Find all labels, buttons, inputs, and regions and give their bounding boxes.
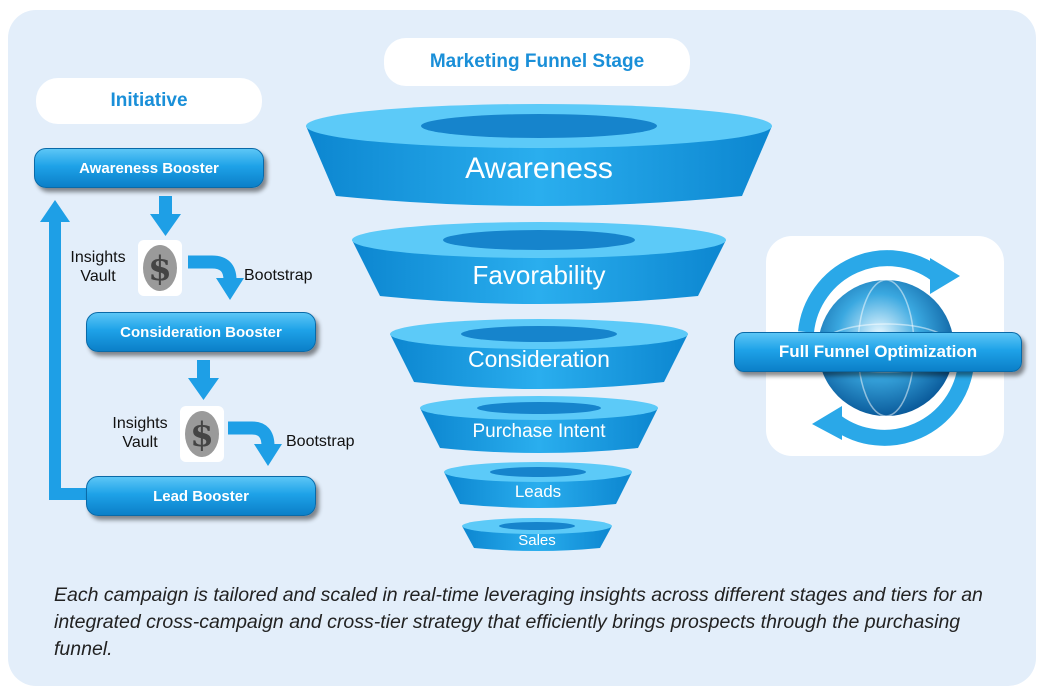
curved-arrow-head: [216, 278, 244, 300]
stage-label-leads: Leads: [514, 482, 562, 501]
stage-label-sales: Sales: [518, 532, 556, 549]
funnel-tier-favorability: [352, 222, 726, 304]
lead-booster: Lead Booster: [86, 476, 316, 516]
funnel-tier-awareness: [306, 104, 772, 206]
funnel-tier-consideration: [390, 319, 688, 389]
bootstrap-label: Bootstrap: [244, 267, 313, 284]
dollar-vault-icon: $: [138, 240, 182, 296]
initiative-header: Initiative: [36, 78, 262, 124]
diagram-caption: Each campaign is tailored and scaled in …: [54, 584, 983, 660]
stage-label-consideration: Consideration: [468, 346, 610, 372]
return-loop-line: [49, 222, 92, 500]
funnel-tier-purchase-intent: [420, 396, 658, 453]
arrow-down-icon: [188, 378, 219, 400]
bootstrap-label: Bootstrap: [286, 433, 355, 450]
awareness-booster: Awareness Booster: [34, 148, 264, 188]
consideration-booster: Consideration Booster: [86, 312, 316, 352]
stage-label-awareness: Awareness: [465, 152, 613, 185]
stage-label-purchase-intent: Purchase Intent: [472, 421, 606, 442]
curved-arrow-icon: [188, 255, 237, 281]
curved-arrow-icon: [228, 421, 275, 447]
dollar-vault-icon: $: [180, 406, 224, 462]
svg-text:$: $: [190, 415, 214, 455]
funnel-tier-sales: [462, 518, 612, 551]
arrow-down-2-shaft: [197, 360, 210, 380]
arrow-down-1-shaft: [159, 196, 172, 216]
cycle-arrows-icon: [798, 250, 974, 446]
funnel-stage-header: Marketing Funnel Stage: [384, 38, 690, 86]
curved-arrow-head: [254, 444, 282, 466]
funnel-tier-leads: [444, 462, 632, 508]
full-funnel-optimization-label: Full Funnel Optimization: [734, 332, 1022, 372]
arrow-up-icon: [40, 200, 70, 222]
stage-label-favorability: Favorability: [472, 260, 606, 290]
arrow-down-icon: [150, 214, 181, 236]
svg-text:$: $: [148, 249, 172, 289]
